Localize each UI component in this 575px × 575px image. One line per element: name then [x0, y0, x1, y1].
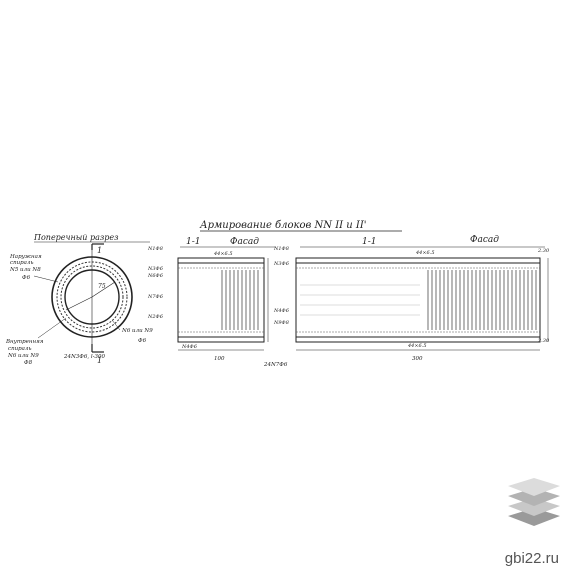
stacked-blocks-icon: [508, 478, 560, 526]
right-mark-n1: N1Ф8: [273, 246, 289, 252]
right-mark-n9: N9Ф8: [273, 320, 289, 326]
section-mark-bottom: 1: [97, 356, 102, 365]
site-url[interactable]: gbi22.ru: [504, 550, 559, 567]
callout-outer-line1: Наружная: [9, 254, 42, 260]
callout-outer-line4: Ф6: [22, 275, 31, 281]
mark-n3: N3Ф6: [147, 266, 164, 272]
right-mark-n3: N3Ф6: [273, 261, 290, 267]
right-mark-n4: N4Ф6: [273, 308, 290, 314]
facade-label-left: Фасад: [230, 237, 259, 247]
callout-inner-leader: [37, 317, 67, 339]
radius-label: 75: [98, 283, 106, 290]
callout-outer-leader: [33, 275, 59, 283]
right-dim-bottom: 2.30: [537, 338, 550, 344]
dim-left: 100: [214, 356, 225, 362]
callout-inner-line1: Внутренняя: [5, 339, 44, 345]
section-mark-top: 1: [97, 246, 102, 255]
section-label-left: 1-1: [186, 237, 201, 247]
left-elevation: [177, 257, 269, 351]
main-title: Армирование блоков NN II и II': [199, 220, 367, 231]
right-elevation: [295, 257, 549, 351]
mark-n2: N2Ф6: [147, 314, 164, 320]
cross-section: [51, 243, 133, 353]
cross-section-title: Поперечный разрез: [33, 233, 118, 242]
callout-n6-label: N6 или N9: [121, 328, 153, 334]
callout-inner-line2: спираль: [8, 346, 31, 352]
callout-outer-line3: N5 или N8: [9, 267, 41, 273]
callout-inner-line3: N6 или N9: [7, 353, 39, 359]
callout-f6-label: Ф6: [138, 338, 147, 344]
mark-n6: N6Ф6: [147, 273, 164, 279]
right-dim-top: 2.30: [537, 248, 550, 254]
top-spacing-left: 44×6.5: [213, 251, 233, 257]
callout-inner-line4: Ф8: [24, 360, 33, 366]
dim-right: 300: [412, 356, 423, 362]
callout-n6-leader: [111, 319, 121, 331]
mark-n7: N7Ф6: [147, 294, 164, 300]
section-label-right: 1-1: [362, 237, 377, 247]
top-spacing-right: 44×6.5: [415, 250, 435, 256]
callout-outer-line2: спираль: [10, 260, 33, 266]
rebar-count-label: 24N3Ф6, l-300: [63, 354, 105, 360]
mark-n1: N1Ф8: [147, 246, 163, 252]
rebar-count-bottom: 24N7Ф6: [263, 362, 288, 368]
facade-label-right: Фасад: [470, 235, 499, 245]
bottom-spacing-right: 44×6.5: [407, 343, 427, 349]
bottom-mark-left: N4Ф6: [181, 344, 198, 350]
